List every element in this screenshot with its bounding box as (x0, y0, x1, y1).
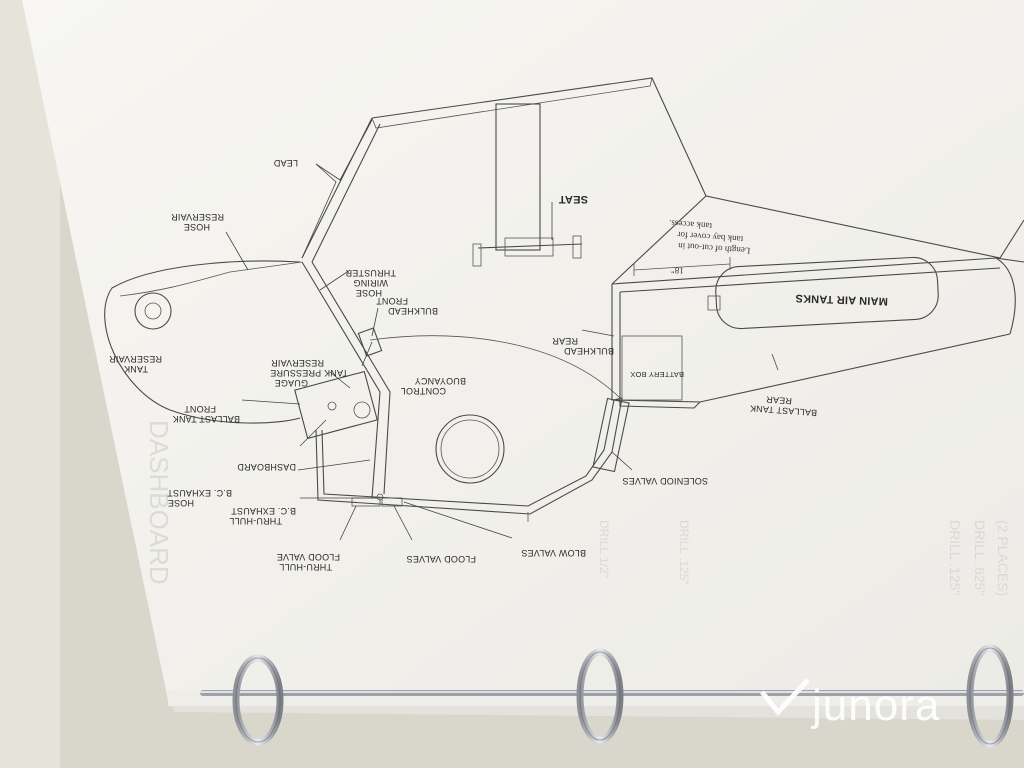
reservair-tank (134, 292, 172, 330)
svg-text:WIRING: WIRING (353, 278, 388, 288)
porthole (435, 414, 505, 484)
svg-text:THRU-HULL: THRU-HULL (229, 516, 282, 526)
bleed-through-text: DASHBOARD DRILL 1/2" DRILL .125" DRILL .… (144, 420, 1011, 596)
label-solenoid-valves: SOLENIOD VALVES (622, 476, 708, 486)
watermark-text: junora (810, 681, 940, 730)
main-air-tanks (715, 256, 939, 330)
battery-box (621, 335, 683, 401)
svg-text:GUAGE: GUAGE (274, 378, 308, 388)
svg-text:(2 PLACES): (2 PLACES) (995, 520, 1011, 596)
svg-text:tank bay cover for: tank bay cover for (677, 230, 743, 245)
label-thruster-wiring-hose: THRUSTER (345, 268, 396, 278)
label-lead: LEAD (273, 158, 298, 168)
svg-text:HOSE: HOSE (184, 222, 210, 232)
binder-spine (168, 690, 1024, 706)
label-rear-ballast-tank: REAR (765, 394, 792, 406)
svg-text:TANK PRESSURE: TANK PRESSURE (270, 368, 348, 378)
paper-page (22, 0, 1024, 700)
label-front-bulkhead: FRONT (376, 296, 408, 306)
label-main-air-tanks: MAIN AIR TANKS (795, 292, 888, 307)
label-front-ballast-tank: FRONT (184, 404, 216, 414)
svg-text:BULKHEAD: BULKHEAD (564, 346, 614, 356)
label-cutout-note: tank access. (669, 218, 713, 231)
hull-lower (315, 397, 623, 515)
junora-logo-icon (760, 678, 810, 716)
svg-text:BALLAST TANK: BALLAST TANK (173, 414, 240, 424)
svg-text:DRILL 1/2": DRILL 1/2" (597, 520, 611, 578)
label-bc-exhaust-hose: B.C. EXHAUST (167, 488, 232, 498)
leader-lines (225, 119, 779, 541)
seat (495, 103, 541, 251)
label-blow-valves: BLOW VALVES (521, 548, 586, 558)
svg-text:DRILL .125": DRILL .125" (677, 520, 691, 585)
svg-text:CONTROL: CONTROL (401, 386, 446, 396)
svg-text:DASHBOARD: DASHBOARD (144, 420, 174, 585)
svg-text:BULKHEAD: BULKHEAD (388, 306, 438, 316)
binder-ring-icon (576, 648, 624, 744)
label-rear-bulkhead: REAR (552, 336, 578, 346)
binder-ring-icon (232, 654, 284, 746)
label-bc-exhaust-thru-hull: B.C. EXHAUST (231, 506, 296, 516)
front-ballast-tank (104, 260, 301, 424)
front-bulkhead (301, 261, 391, 499)
label-dimension: 18" (670, 265, 684, 276)
binder-ring-icon (966, 644, 1014, 748)
label-reservair-hose: RESERVAIR (171, 212, 224, 222)
rear-bulkhead (611, 284, 702, 409)
label-flood-valve-thru-hull: FLOOD VALVE (277, 552, 340, 562)
svg-text:HOSE: HOSE (168, 498, 194, 508)
label-flood-valves: FLOOD VALVES (406, 554, 476, 564)
svg-text:THRU-HULL: THRU-HULL (279, 562, 332, 572)
dashboard (294, 370, 378, 440)
label-seat: SEAT (559, 193, 588, 205)
label-reservair-tank: RESERVAIR (109, 354, 162, 364)
svg-text:HOSE: HOSE (356, 288, 382, 298)
svg-text:DRILL .125": DRILL .125" (947, 520, 963, 595)
label-dashboard: DASHBOARD (237, 462, 296, 472)
label-battery-box: BATTERY BOX (630, 370, 684, 379)
diagram-labels: LEAD SEAT RESERVAIR HOSE RESERVAIR TANK … (109, 158, 888, 572)
svg-text:BALLAST TANK: BALLAST TANK (749, 403, 817, 418)
svg-text:DRILL .625": DRILL .625" (972, 520, 988, 595)
label-tank-pressure-gauge: RESERVAIR (271, 358, 324, 368)
label-buoyancy-control: BUOYANCY (415, 376, 466, 386)
submarine-schematic (104, 77, 1024, 522)
svg-text:TANK: TANK (124, 364, 148, 374)
